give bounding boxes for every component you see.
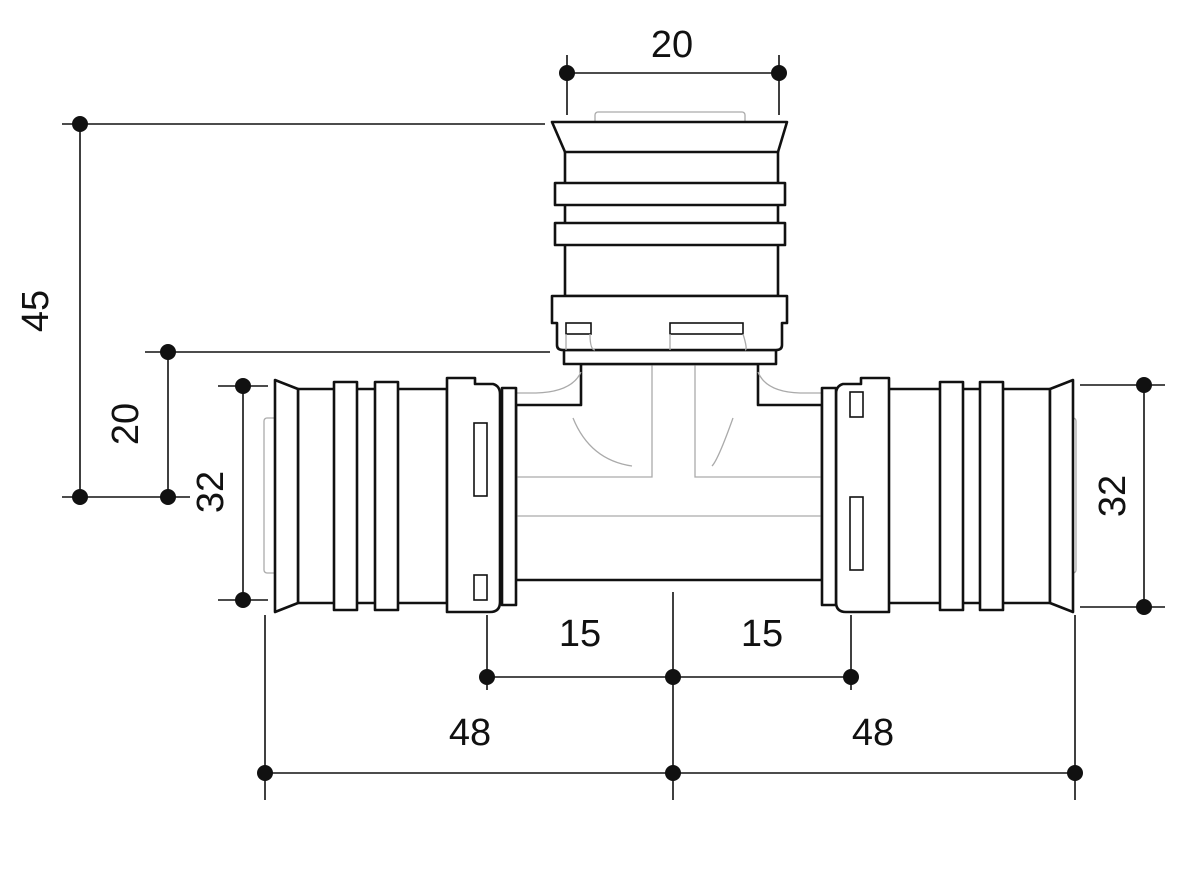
left-fitting — [263, 376, 518, 614]
tee-body — [514, 348, 824, 582]
dim-label-top-width: 20 — [651, 24, 693, 66]
dim-label-branch-offset: 20 — [105, 403, 147, 445]
dim-label-total-height: 45 — [15, 290, 57, 332]
dim-label-left-half-length: 48 — [449, 712, 491, 754]
dim-label-right-diameter: 32 — [1092, 475, 1134, 517]
dim-label-right-half-length: 48 — [852, 712, 894, 754]
right-fitting — [820, 376, 1077, 614]
dimension-lines — [62, 55, 1165, 800]
dim-label-right-half-body: 15 — [741, 613, 783, 655]
dim-label-left-half-body: 15 — [559, 613, 601, 655]
top-fitting — [550, 111, 789, 352]
dim-label-left-diameter: 32 — [190, 471, 232, 513]
